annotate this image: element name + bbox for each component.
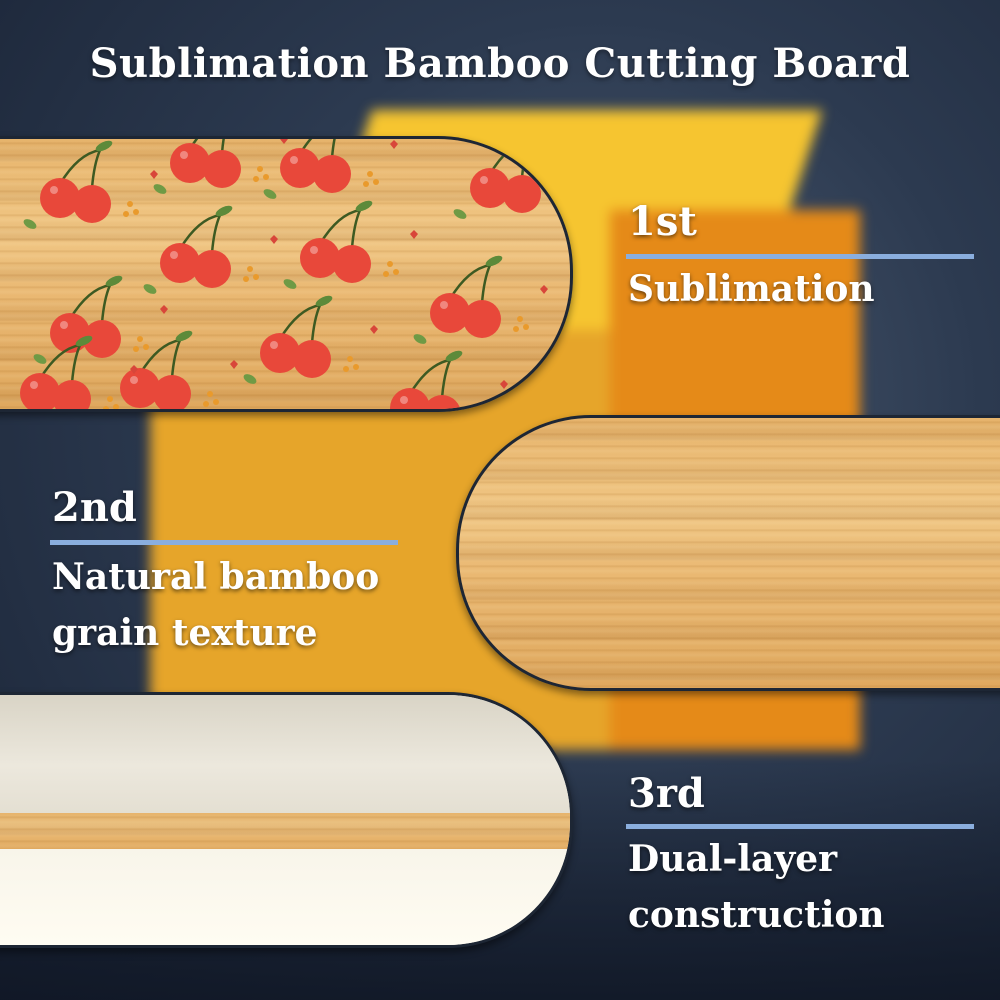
cherry-pair (280, 139, 351, 193)
tiny-heart (130, 365, 138, 374)
tiny-heart (500, 380, 508, 389)
feature-3-divider (626, 824, 974, 829)
feature-2-description-line-1: Natural bamboo (52, 556, 380, 598)
tiny-heart (230, 360, 238, 369)
flower-dots (203, 391, 219, 407)
cherry-pair (470, 139, 543, 213)
cherry-pair (50, 275, 123, 358)
flower-dots (363, 171, 379, 187)
tiny-heart (280, 139, 288, 144)
flower-dots (343, 356, 359, 372)
leaf (413, 334, 427, 344)
feature-3-ordinal: 3rd (628, 770, 705, 817)
flower-dots (553, 191, 569, 207)
cherry-pair (120, 330, 193, 409)
feature-2-ordinal: 2nd (52, 484, 137, 531)
flower-dots (103, 396, 119, 409)
flower-dots (133, 336, 149, 352)
page-title: Sublimation Bamboo Cutting Board (89, 40, 911, 87)
leaf (243, 374, 257, 384)
white-base-layer (0, 849, 570, 945)
tiny-heart (370, 325, 378, 334)
tiny-heart (540, 285, 548, 294)
flower-dots (383, 261, 399, 277)
tiny-heart (270, 235, 278, 244)
tiny-heart (150, 170, 158, 179)
leaf (143, 284, 157, 294)
dual-layer-board-image (0, 692, 573, 948)
feature-3-description-line-2: construction (628, 894, 885, 936)
leaf (283, 279, 297, 289)
cherry-pair (40, 140, 113, 223)
feature-2-divider (50, 540, 398, 545)
cherry-pair (390, 350, 463, 409)
flower-dots (243, 266, 259, 282)
feature-1-ordinal: 1st (628, 198, 697, 245)
leaf (33, 354, 47, 364)
leaf (453, 209, 467, 219)
feature-1-divider (626, 254, 974, 259)
cherry-pair (170, 139, 241, 188)
cherry-pair (160, 205, 233, 288)
feature-1-description: Sublimation (628, 268, 875, 310)
cherry-pair (260, 295, 333, 378)
flower-dots (253, 166, 269, 182)
tiny-heart (160, 305, 168, 314)
feature-3-description-line-1: Dual-layer (628, 838, 838, 880)
feature-2-description-line-2: grain texture (52, 612, 318, 654)
flower-dots (123, 201, 139, 217)
bamboo-core-layer (0, 813, 570, 849)
white-coating-layer (0, 695, 570, 813)
cherry-pair (20, 335, 93, 409)
tiny-heart (410, 230, 418, 239)
cherry-pair (430, 255, 503, 338)
tiny-heart (390, 140, 398, 149)
flower-dots (513, 316, 529, 332)
leaf (23, 219, 37, 229)
cherry-pattern (20, 139, 569, 409)
leaf (153, 184, 167, 194)
cherry-pair (300, 200, 373, 283)
leaf (263, 189, 277, 199)
sublimation-board-image (0, 136, 573, 412)
natural-bamboo-board-image (456, 415, 1000, 691)
